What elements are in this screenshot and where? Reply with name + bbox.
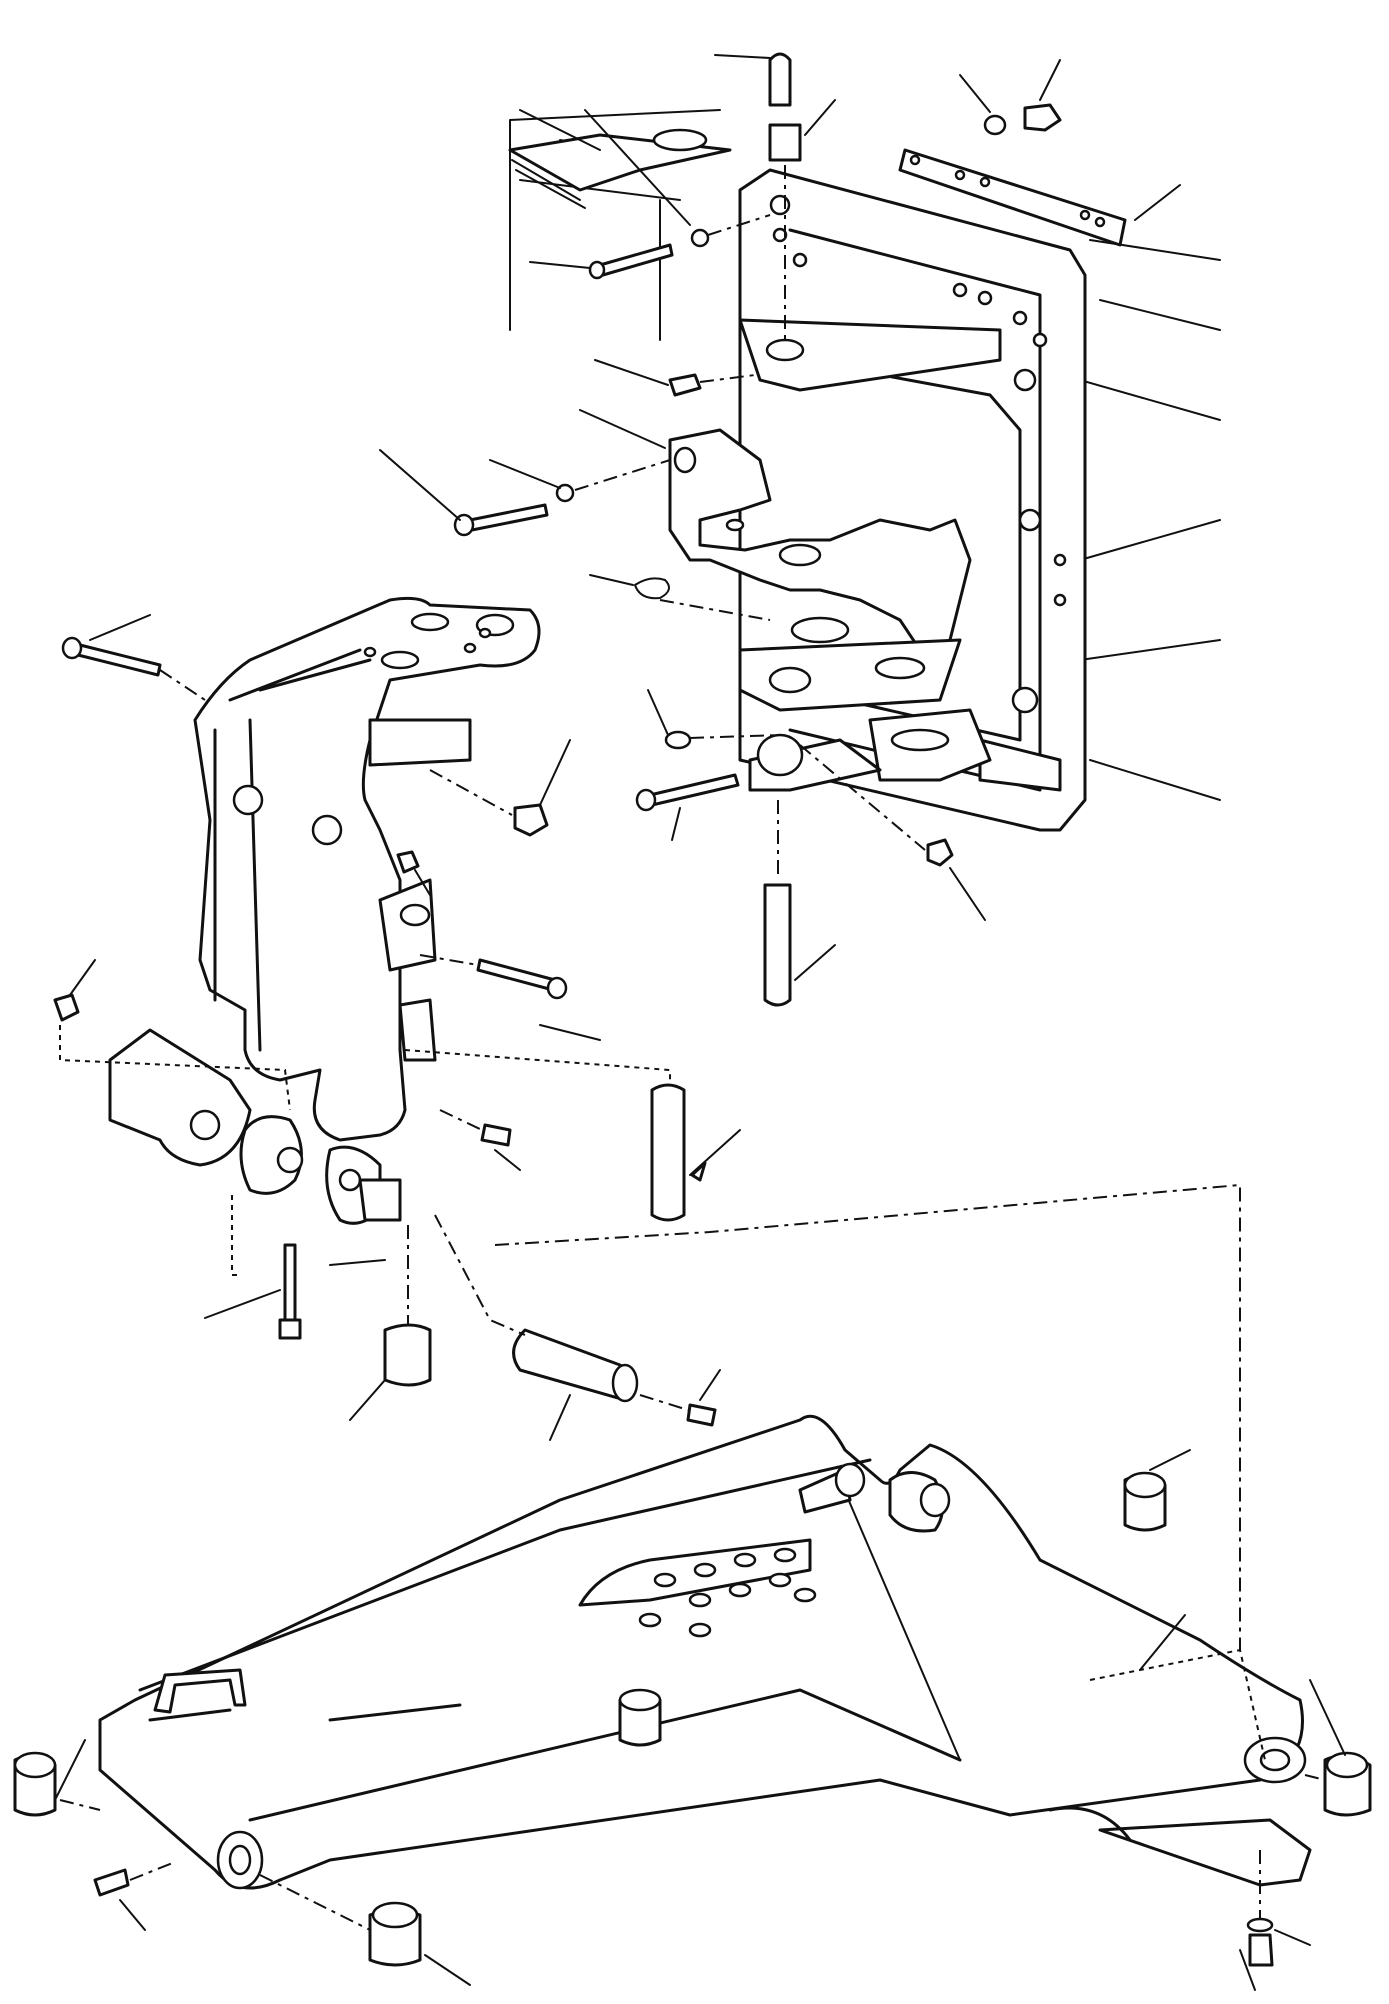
skid-plate xyxy=(1098,1818,1312,1887)
arrow-icon xyxy=(690,1161,707,1182)
boom-bracket xyxy=(193,596,541,1142)
boom-assembly xyxy=(98,1414,1312,1890)
bushing-icon xyxy=(383,1323,432,1387)
washer-icon xyxy=(664,730,692,750)
washer-icon xyxy=(690,228,710,248)
bolt-icon xyxy=(598,243,674,277)
top-pin xyxy=(768,52,792,107)
nut-icon xyxy=(1023,103,1062,132)
nut-icon xyxy=(926,838,954,867)
top-boss xyxy=(652,128,708,152)
bolt-icon xyxy=(283,1243,297,1322)
grease-fitting-icon xyxy=(480,1123,512,1147)
boom-fasteners xyxy=(13,1449,1372,1991)
nut-icon xyxy=(396,850,420,874)
lower-pin xyxy=(763,883,792,1007)
left-fasteners xyxy=(53,614,1241,1650)
pin-icon xyxy=(650,1083,686,1222)
grease-fitting-icon xyxy=(668,373,702,397)
washer-icon xyxy=(555,483,575,503)
support-block xyxy=(368,718,472,767)
washer-icon xyxy=(983,114,1007,136)
bolt-icon xyxy=(468,503,549,532)
washer-icon xyxy=(1246,1917,1274,1933)
nut-icon xyxy=(53,993,80,1022)
bolt-icon xyxy=(76,643,162,677)
upper-cross-arm xyxy=(738,318,1002,392)
upper-fasteners xyxy=(379,52,1181,1007)
grease-fitting-icon xyxy=(686,1403,717,1427)
handle xyxy=(153,1668,247,1714)
grease-fitting-icon xyxy=(93,1868,130,1897)
boom xyxy=(98,1414,1304,1890)
boom-bracket-assembly xyxy=(108,596,541,1225)
swing-bracket xyxy=(668,428,972,652)
circlip-icon xyxy=(634,577,670,600)
swing-frame-assembly xyxy=(508,109,1221,832)
hole-pad xyxy=(578,1538,812,1607)
nut-icon xyxy=(513,803,549,837)
bolt-icon xyxy=(1248,1933,1274,1967)
bolt-icon xyxy=(648,773,740,807)
bolt-icon xyxy=(476,958,557,992)
top-bushing xyxy=(768,123,802,162)
